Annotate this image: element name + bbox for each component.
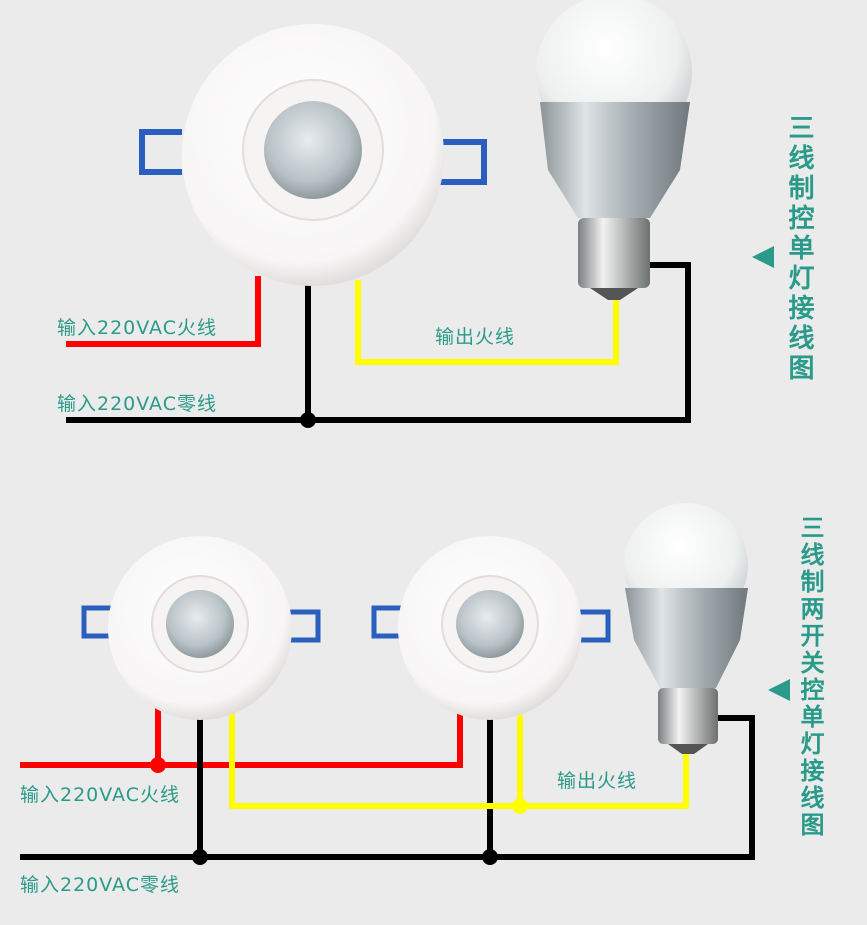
pointer-triangle-icon	[752, 246, 774, 268]
pir-lens	[166, 590, 234, 658]
diagram2-wires	[20, 706, 755, 865]
pir-sensor-2b	[371, 536, 611, 720]
junction-dot-yellow	[512, 798, 528, 814]
led-bulb-2	[624, 503, 748, 754]
screw-base	[578, 218, 650, 288]
diagram2-title: 三线制两开关控单灯接线图	[796, 515, 824, 839]
screw-base	[658, 688, 718, 744]
live-in-wire-2	[20, 710, 463, 768]
pir-sensor-2a	[81, 536, 321, 720]
diagram1-wires	[66, 262, 691, 428]
junction-dot	[482, 849, 498, 865]
live-out-label: 输出火线	[435, 326, 516, 348]
neutral-wire-2	[20, 715, 755, 860]
junction-dot	[192, 849, 208, 865]
junction-dot-red	[150, 757, 166, 773]
neutral-in-label-2: 输入220VAC零线	[20, 874, 180, 896]
live-in-label: 输入220VAC火线	[57, 317, 217, 339]
led-bulb-1	[536, 0, 692, 300]
junction-dot	[300, 412, 316, 428]
spring-clip-left	[371, 605, 402, 639]
live-out-wire	[355, 280, 619, 365]
spring-clip-right	[440, 139, 487, 185]
live-in-wire	[66, 276, 261, 347]
live-out-label-2: 输出火线	[557, 770, 638, 792]
neutral-in-label: 输入220VAC零线	[57, 393, 217, 415]
spring-clip-right	[578, 609, 611, 643]
heat-sink	[540, 102, 690, 218]
heat-sink	[625, 588, 748, 688]
live-out-wire-2	[229, 710, 689, 809]
live-in-label-2: 输入220VAC火线	[20, 784, 180, 806]
spring-clip-right	[288, 609, 321, 643]
pir-lens	[264, 101, 362, 199]
pir-lens	[456, 590, 524, 658]
diagram1-title: 三线制控单灯接线图	[784, 114, 814, 384]
pointer-triangle-icon	[768, 679, 790, 701]
neutral-wire	[66, 262, 691, 423]
spring-clip-left	[81, 605, 112, 639]
spring-clip-left	[139, 129, 182, 175]
pir-sensor-1	[139, 24, 487, 286]
